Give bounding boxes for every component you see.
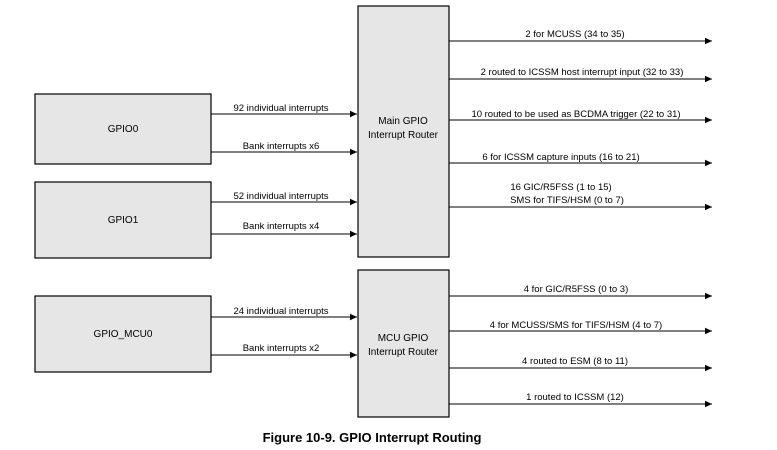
gpio1-label: GPIO1 — [108, 215, 139, 226]
input-gpio1-individual: 52 individual interrupts — [211, 191, 357, 206]
main-output-bcdma: 10 routed to be used as BCDMA trigger (2… — [449, 109, 712, 124]
gpio1-block: GPIO1 — [34, 181, 212, 259]
main-output-icssm-host: 2 routed to ICSSM host interrupt input (… — [449, 67, 712, 83]
mcu-gpio-router: MCU GPIO Interrupt Router — [357, 269, 450, 418]
figure-caption: Figure 10-9. GPIO Interrupt Routing — [263, 430, 482, 445]
input-mcu0-bank: Bank interrupts x2 — [211, 343, 357, 359]
output-label-line1: 16 GIC/R5FSS (1 to 15) — [510, 182, 611, 193]
mcu-output-mcuss-sms: 4 for MCUSS/SMS for TIFS/HSM (4 to 7) — [449, 320, 712, 335]
input-gpio0-bank: Bank interrupts x6 — [211, 141, 357, 156]
gpio0-block: GPIO0 — [34, 93, 212, 165]
input-label: 92 individual interrupts — [233, 103, 328, 114]
output-label-line2: SMS for TIFS/HSM (0 to 7) — [510, 195, 624, 206]
output-label: 2 for MCUSS (34 to 35) — [525, 29, 624, 40]
input-label: Bank interrupts x2 — [243, 343, 320, 354]
output-label: 6 for ICSSM capture inputs (16 to 21) — [482, 152, 639, 163]
main-output-mcuss: 2 for MCUSS (34 to 35) — [449, 29, 712, 45]
mcu-output-gic: 4 for GIC/R5FSS (0 to 3) — [449, 284, 712, 300]
input-label: Bank interrupts x4 — [243, 221, 320, 232]
output-label: 4 for MCUSS/SMS for TIFS/HSM (4 to 7) — [490, 320, 662, 331]
mcu-output-esm: 4 routed to ESM (8 to 11) — [449, 356, 712, 372]
input-gpio0-individual: 92 individual interrupts — [211, 103, 357, 118]
main-router-label-line2: Interrupt Router — [368, 130, 439, 141]
mcu-router-label-line2: Interrupt Router — [368, 347, 439, 358]
output-label: 10 routed to be used as BCDMA trigger (2… — [471, 109, 680, 120]
main-output-icssm-capture: 6 for ICSSM capture inputs (16 to 21) — [449, 152, 712, 167]
input-label: Bank interrupts x6 — [243, 141, 320, 152]
output-label: 4 for GIC/R5FSS (0 to 3) — [524, 284, 629, 295]
gpio-mcu0-label: GPIO_MCU0 — [94, 329, 153, 340]
main-output-gic-sms: 16 GIC/R5FSS (1 to 15) SMS for TIFS/HSM … — [449, 182, 712, 211]
input-mcu0-individual: 24 individual interrupts — [211, 306, 357, 321]
input-gpio1-bank: Bank interrupts x4 — [211, 221, 357, 238]
gpio0-label: GPIO0 — [108, 124, 139, 135]
main-router-label-line1: Main GPIO — [378, 116, 428, 127]
output-label: 4 routed to ESM (8 to 11) — [522, 356, 628, 367]
output-label: 1 routed to ICSSM (12) — [526, 392, 624, 403]
output-label: 2 routed to ICSSM host interrupt input (… — [481, 67, 684, 78]
mcu-output-icssm: 1 routed to ICSSM (12) — [449, 392, 712, 408]
input-label: 24 individual interrupts — [233, 306, 328, 317]
input-label: 52 individual interrupts — [233, 191, 328, 202]
gpio-mcu0-block: GPIO_MCU0 — [34, 295, 212, 373]
main-gpio-router: Main GPIO Interrupt Router — [357, 5, 450, 258]
mcu-router-label-line1: MCU GPIO — [378, 333, 429, 344]
